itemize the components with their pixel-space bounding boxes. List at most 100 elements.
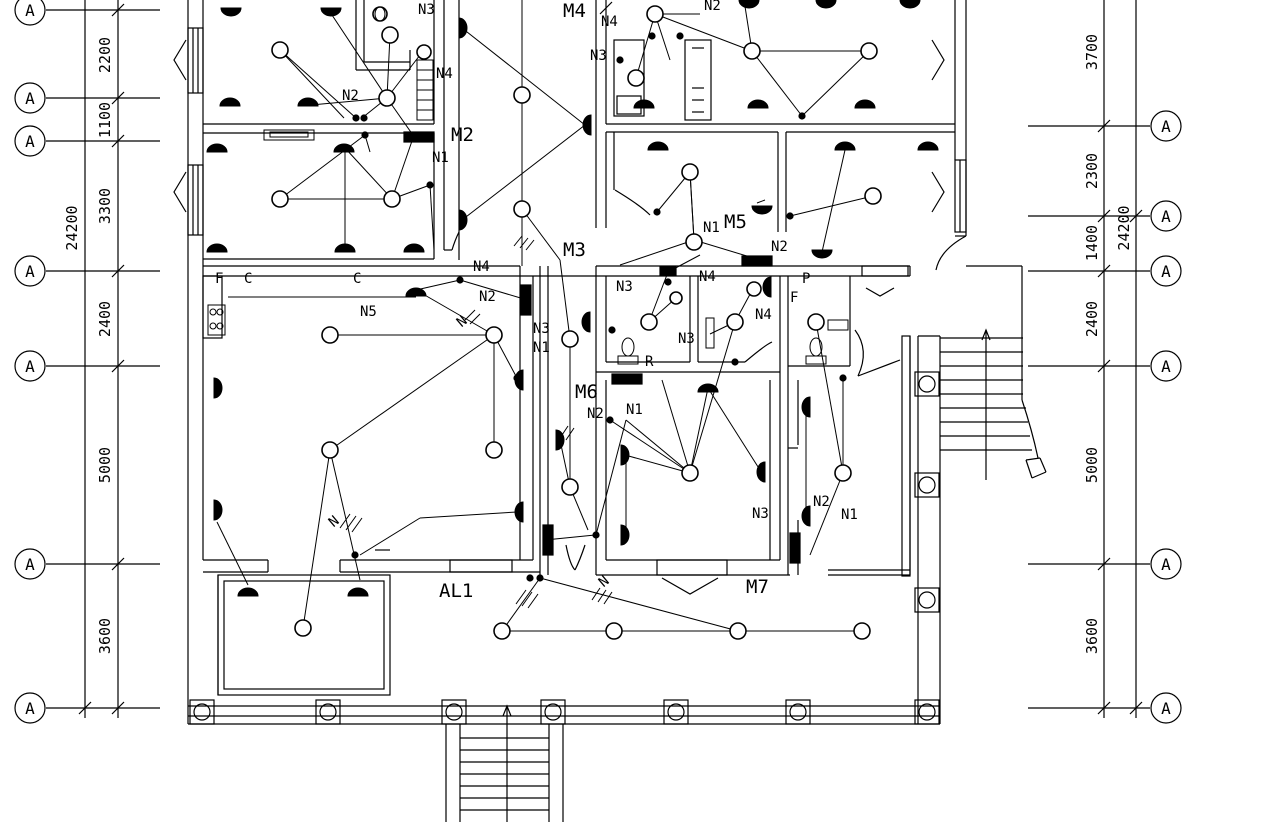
porch-column-4: [540, 699, 566, 725]
ceiling-lights: [271, 5, 882, 640]
svg-text:A: A: [25, 89, 35, 108]
socket-label-f2: F: [790, 290, 798, 306]
cable-label-n4-top: N4: [436, 66, 453, 82]
cable-label-n1-mid: N1: [533, 340, 550, 356]
cable-label-n3-bath2: N3: [678, 331, 695, 347]
left-axis-marker-3: A: [14, 125, 46, 157]
panel-label-m5: M5: [724, 211, 747, 233]
left-dimension-column: [46, 0, 160, 718]
porch-column-2: [315, 699, 341, 725]
socket-label-p: P: [802, 271, 810, 287]
svg-text:A: A: [1161, 699, 1171, 718]
cable-label-n4-mid: N4: [473, 259, 490, 275]
cable-label-n2-m6: N2: [587, 406, 604, 422]
cable-label-n-porch: N: [596, 573, 613, 591]
cable-label-n2-m7: N2: [813, 494, 830, 510]
svg-text:A: A: [1161, 357, 1171, 376]
cable-label-n3-top: N3: [418, 2, 435, 18]
right-axis-marker-1: A: [1150, 110, 1182, 142]
panel-label-m6: M6: [575, 381, 598, 403]
right-dim-5: 5000: [1083, 447, 1101, 483]
cable-label-n1-m7: N1: [841, 507, 858, 523]
svg-text:A: A: [25, 357, 35, 376]
wall-lamps: [206, 0, 939, 597]
svg-text:A: A: [1161, 262, 1171, 281]
left-axis-marker-7: A: [14, 692, 46, 724]
left-dim-4: 2400: [96, 301, 114, 337]
left-dim-1: 2200: [96, 37, 114, 73]
right-dim-total: 24200: [1115, 205, 1133, 250]
left-axis-marker-1: A: [14, 0, 46, 26]
svg-text:A: A: [1161, 555, 1171, 574]
cable-label-n3-mid: N3: [533, 321, 550, 337]
switch-dots: [351, 32, 847, 582]
right-dim-6: 3600: [1083, 618, 1101, 654]
svg-text:A: A: [1161, 117, 1171, 136]
porch-column-1: [189, 699, 215, 725]
cable-label-n2-top: N2: [342, 88, 359, 104]
svg-text:A: A: [25, 555, 35, 574]
cable-label-n3-m7: N3: [752, 506, 769, 522]
right-dimension-column: [1028, 0, 1150, 718]
porch-column-5: [663, 699, 689, 725]
left-dim-5: 5000: [96, 447, 114, 483]
porch-column-3: [441, 699, 467, 725]
socket-label-r: R: [645, 354, 654, 370]
right-axis-marker-3: A: [1150, 255, 1182, 287]
cable-label-n1-m2: N1: [432, 150, 449, 166]
panel-label-m2: M2: [451, 124, 474, 146]
right-axis-marker-6: A: [1150, 692, 1182, 724]
cable-label-n3-topright: N3: [590, 48, 607, 64]
svg-text:A: A: [25, 1, 35, 20]
cable-label-n-lower: N: [326, 513, 343, 531]
svg-text:A: A: [25, 132, 35, 151]
right-axis-marker-5: A: [1150, 548, 1182, 580]
right-axis-marker-4: A: [1150, 350, 1182, 382]
cable-label-n-living: N: [454, 313, 471, 331]
cable-label-n5: N5: [360, 304, 377, 320]
left-dim-2: 1100: [96, 102, 114, 138]
right-dim-1: 3700: [1083, 34, 1101, 70]
panel-label-m4: M4: [563, 0, 586, 22]
sanitary-fixtures: [207, 6, 849, 365]
svg-text:A: A: [25, 699, 35, 718]
panel-label-al1: AL1: [439, 580, 473, 602]
left-dim-total: 24200: [63, 205, 81, 250]
panel-labels: M2 M3 M4 M5 M6 M7 AL1: [439, 0, 769, 602]
left-axis-marker-4: A: [14, 255, 46, 287]
socket-label-f1: F: [215, 271, 223, 287]
left-axis-marker-2: A: [14, 82, 46, 114]
cable-label-n2-m5: N2: [771, 239, 788, 255]
porch-column-10: [914, 371, 940, 397]
right-dim-2: 2300: [1083, 153, 1101, 189]
porch-column-6: [785, 699, 811, 725]
cable-label-n3-bath: N3: [616, 279, 633, 295]
socket-label-c1: C: [244, 271, 252, 287]
svg-text:A: A: [25, 262, 35, 281]
socket-label-c2: C: [353, 271, 361, 287]
cable-label-n1-m5: N1: [703, 220, 720, 236]
cable-label-n4-topright: N4: [601, 14, 618, 30]
socket-labels: C C F F P R: [215, 271, 810, 370]
panel-label-m3: M3: [563, 239, 586, 261]
wiring: [216, 0, 874, 632]
distribution-boxes: [403, 131, 801, 564]
left-axis-marker-5: A: [14, 350, 46, 382]
left-axis-marker-6: A: [14, 548, 46, 580]
right-axis-marker-2: A: [1150, 200, 1182, 232]
cable-label-n2-mid: N2: [479, 289, 496, 305]
porch-column-7: [914, 699, 940, 725]
porch-column-8: [914, 587, 940, 613]
right-dim-3: 1400: [1083, 225, 1101, 261]
left-dim-6: 3600: [96, 618, 114, 654]
cable-hatch-marks: [339, 235, 613, 609]
cable-label-n4-right: N4: [755, 307, 772, 323]
panel-label-m7: M7: [746, 576, 769, 598]
cable-label-n2-topright: N2: [704, 0, 721, 14]
cable-label-n1-m6: N1: [626, 402, 643, 418]
cable-label-n4-bath: N4: [699, 269, 716, 285]
right-dim-4: 2400: [1083, 301, 1101, 337]
walls: [173, 0, 1047, 822]
svg-text:A: A: [1161, 207, 1171, 226]
